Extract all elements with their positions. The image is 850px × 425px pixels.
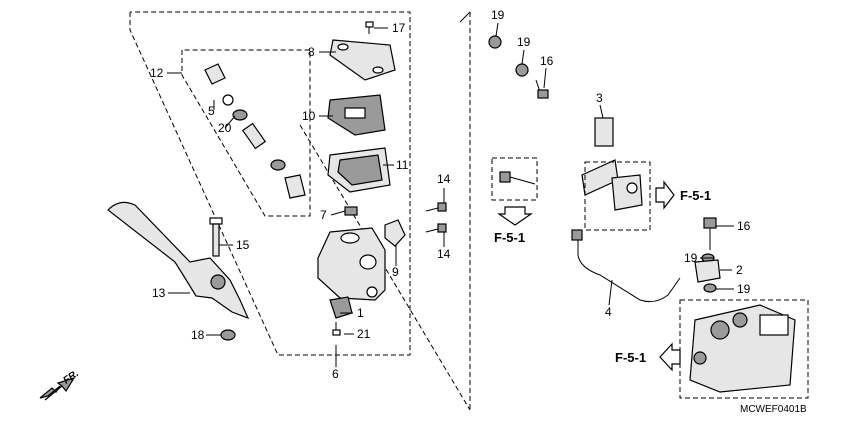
brake-lever-13-part <box>107 201 250 320</box>
callout-17: 17 <box>392 21 406 35</box>
switch-1-part <box>329 296 353 319</box>
reference-label-right: F-5-1 <box>680 188 711 203</box>
reference-arrow-down <box>497 206 533 226</box>
joint-bolt-part <box>491 157 538 201</box>
callout-11: 11 <box>396 158 409 172</box>
leader-lines <box>167 22 734 367</box>
diaphragm-part <box>327 147 391 193</box>
callout-2: 2 <box>736 263 743 277</box>
piston-set-part <box>204 63 306 199</box>
hose-joint-part <box>584 161 651 231</box>
callout-10: 10 <box>302 109 316 123</box>
callout-14-lower: 14 <box>437 247 451 261</box>
master-cylinder-part <box>317 227 386 301</box>
callout-3: 3 <box>596 91 603 105</box>
brake-pipe-4-part <box>571 229 681 303</box>
callout-21: 21 <box>357 327 371 341</box>
callout-6: 6 <box>332 367 339 381</box>
callout-19-fourth: 19 <box>737 282 751 296</box>
callout-5: 5 <box>208 104 215 118</box>
callout-12: 12 <box>150 66 164 80</box>
divider-line <box>299 124 471 411</box>
group-outline-12 <box>181 49 311 217</box>
abs-modulator-part <box>679 299 809 399</box>
callout-13: 13 <box>152 286 166 300</box>
hose-clamp-9-part <box>384 219 406 247</box>
callout-19-third: 19 <box>684 251 698 265</box>
callout-14-upper: 14 <box>437 172 451 186</box>
callout-16-top: 16 <box>540 54 554 68</box>
group-outline-6 <box>129 11 411 356</box>
brake-joint-2-part <box>694 253 721 293</box>
callout-4: 4 <box>605 305 612 319</box>
pivot-bolt-15-part <box>209 217 223 257</box>
reference-arrow-left <box>659 342 681 372</box>
bolt-16-top-part <box>535 79 549 99</box>
bolts-14-part <box>425 202 447 233</box>
reference-arrow-right <box>655 180 675 210</box>
screw-18-part <box>220 329 236 341</box>
clip-7-part <box>344 206 358 216</box>
callout-9: 9 <box>392 265 399 279</box>
diagram-code: MCWEF0401B <box>740 404 807 415</box>
callout-15: 15 <box>236 238 250 252</box>
callout-19-second: 19 <box>517 35 531 49</box>
bolt-16-right-part <box>703 217 717 250</box>
reference-label-left: F-5-1 <box>494 230 525 245</box>
callout-7: 7 <box>320 208 327 222</box>
washers-19-top-part <box>488 35 529 77</box>
callout-8: 8 <box>308 45 315 59</box>
callout-20: 20 <box>218 121 232 135</box>
front-direction-arrow <box>39 376 76 401</box>
callout-16-right: 16 <box>737 219 751 233</box>
callout-18: 18 <box>191 328 205 342</box>
reservoir-cap-part <box>329 39 396 81</box>
callout-19-top: 19 <box>491 8 505 22</box>
divider-line-top <box>459 11 471 23</box>
brake-hose-3-part <box>495 54 619 196</box>
reference-label-bottom: F-5-1 <box>615 350 646 365</box>
screw-17-part <box>365 21 374 34</box>
screw-21-part <box>332 322 341 336</box>
diaphragm-plate-part <box>327 94 386 136</box>
callout-1: 1 <box>357 306 364 320</box>
